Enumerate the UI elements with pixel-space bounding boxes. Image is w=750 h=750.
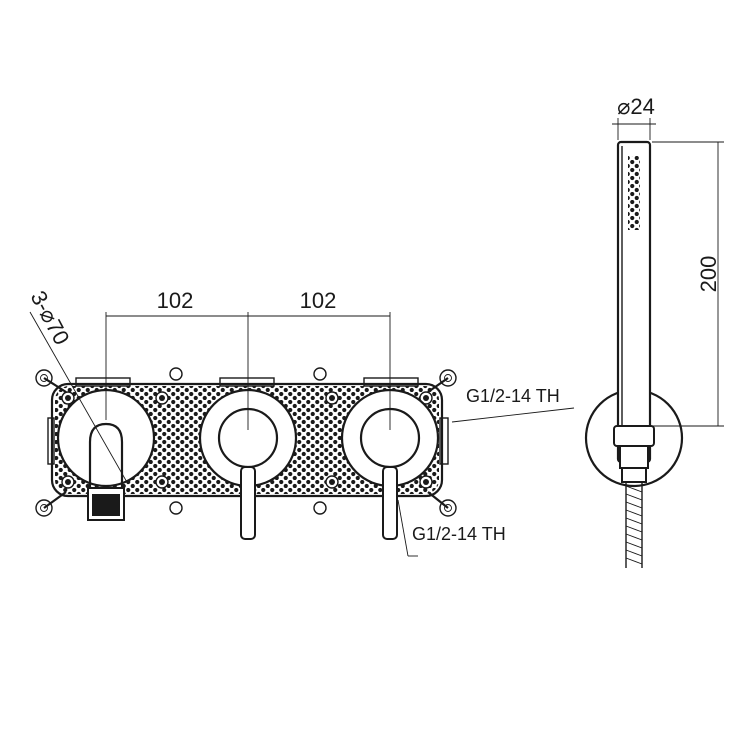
shower-dimension-lines <box>612 118 724 427</box>
dim-handshower-diameter: ⌀24 <box>617 94 655 119</box>
handle-cover-right <box>340 388 440 540</box>
dim-spacing-left: 102 <box>157 288 194 313</box>
hose <box>625 482 643 568</box>
valve-body <box>35 367 457 540</box>
spray-nozzles <box>628 156 640 230</box>
dim-spacing-right: 102 <box>300 288 337 313</box>
dimension-lines <box>29 311 575 557</box>
frame-screws <box>61 391 433 489</box>
handle-cover-middle <box>198 388 298 540</box>
dim-inlet-thread-bottom: G1/2-14 TH <box>412 524 506 544</box>
dim-inlet-thread-top: G1/2-14 TH <box>466 386 560 406</box>
holder-clip <box>613 425 655 447</box>
dim-handshower-length: 200 <box>696 256 721 293</box>
spout-cover <box>56 388 156 521</box>
hand-shower <box>584 140 684 568</box>
